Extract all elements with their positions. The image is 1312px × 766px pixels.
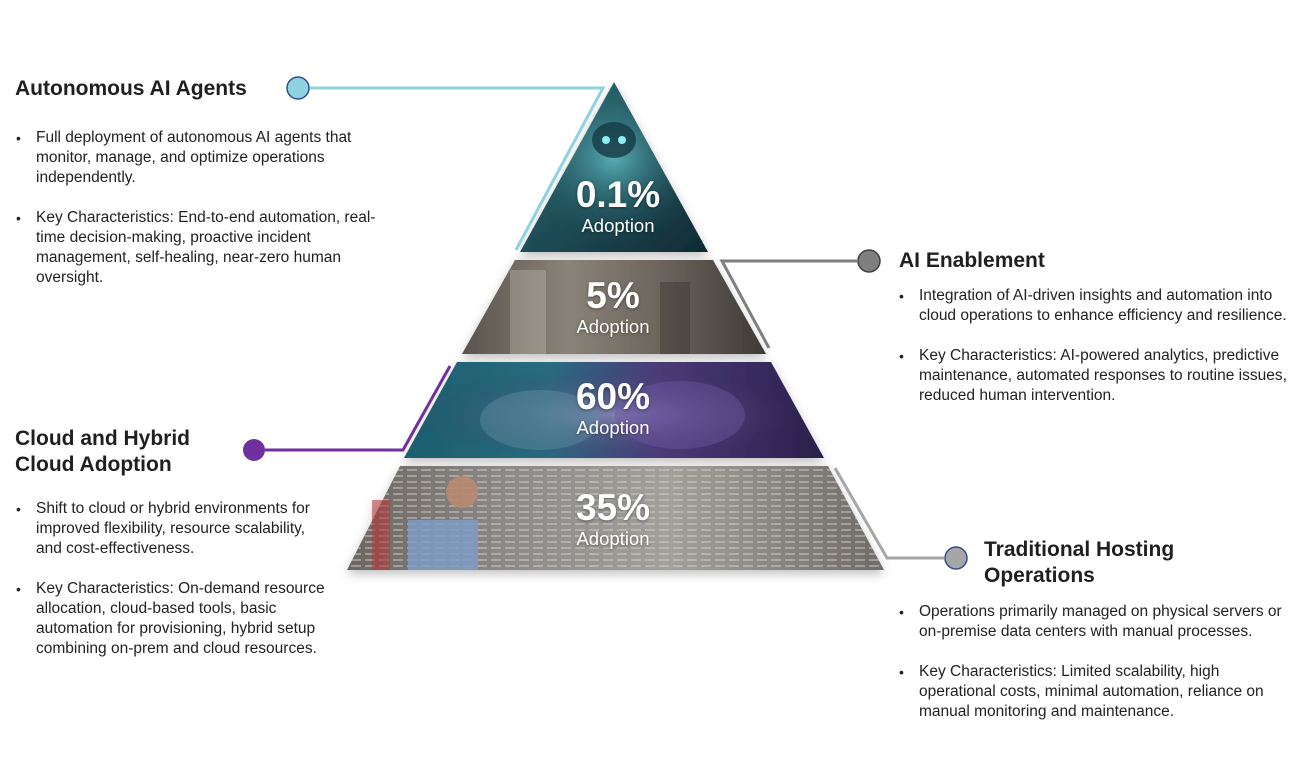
marker-ai-enablement: [857, 249, 881, 273]
section-title-line: Cloud and Hybrid: [15, 427, 190, 450]
bullet-item: Shift to cloud or hybrid environments fo…: [15, 499, 330, 559]
bullets-traditional: Operations primarily managed on physical…: [898, 602, 1298, 742]
tier-value: 35%: [575, 487, 651, 528]
bullets-cloud: Shift to cloud or hybrid environments fo…: [15, 499, 330, 679]
marker-traditional: [944, 546, 968, 570]
tier-value: 5%: [586, 275, 640, 316]
section-title-ai-enablement: AI Enablement: [899, 249, 1045, 272]
tier-label-autonomous: 0.1% Adoption: [518, 175, 718, 237]
marker-cloud: [243, 439, 265, 461]
section-title-line: Traditional Hosting: [984, 538, 1175, 561]
pyramid-tier-cloud: [404, 362, 824, 458]
section-title-cloud: Cloud and Hybrid Cloud Adoption: [15, 426, 190, 478]
bullet-item: Full deployment of autonomous AI agents …: [15, 128, 385, 188]
tier-label-traditional: 35% Adoption: [513, 488, 713, 550]
bullet-item: Key Characteristics: On-demand resource …: [15, 579, 330, 659]
tier-caption: Adoption: [576, 417, 650, 438]
pyramid-tier-ai-enablement: [462, 260, 766, 354]
connector-traditional: [833, 467, 944, 560]
tier-value: 60%: [575, 376, 651, 417]
section-title-autonomous: Autonomous AI Agents: [15, 77, 247, 100]
pyramid-tier-traditional: [347, 466, 884, 570]
bullet-item: Integration of AI-driven insights and au…: [898, 286, 1298, 326]
pyramid-tier-autonomous: [520, 82, 708, 252]
section-title-line: Cloud Adoption: [15, 453, 172, 476]
bullet-item: Operations primarily managed on physical…: [898, 602, 1298, 642]
marker-autonomous: [286, 76, 310, 100]
bullets-ai-enablement: Integration of AI-driven insights and au…: [898, 286, 1298, 426]
tier-label-cloud: 60% Adoption: [513, 377, 713, 439]
tier-value: 0.1%: [575, 174, 661, 215]
tier-label-ai-enablement: 5% Adoption: [513, 276, 713, 338]
bullet-item: Key Characteristics: Limited scalability…: [898, 662, 1298, 722]
section-title-traditional: Traditional Hosting Operations: [984, 537, 1174, 589]
tier-caption: Adoption: [576, 528, 650, 549]
tier-caption: Adoption: [576, 316, 650, 337]
connector-cloud: [265, 365, 452, 452]
bullet-item: Key Characteristics: End-to-end automati…: [15, 208, 385, 288]
bullets-autonomous: Full deployment of autonomous AI agents …: [15, 128, 385, 308]
bullet-item: Key Characteristics: AI-powered analytic…: [898, 346, 1298, 406]
connector-ai-enablement: [719, 259, 857, 349]
tier-caption: Adoption: [581, 215, 655, 236]
connector-autonomous: [310, 86, 606, 251]
section-title-line: Operations: [984, 564, 1095, 587]
